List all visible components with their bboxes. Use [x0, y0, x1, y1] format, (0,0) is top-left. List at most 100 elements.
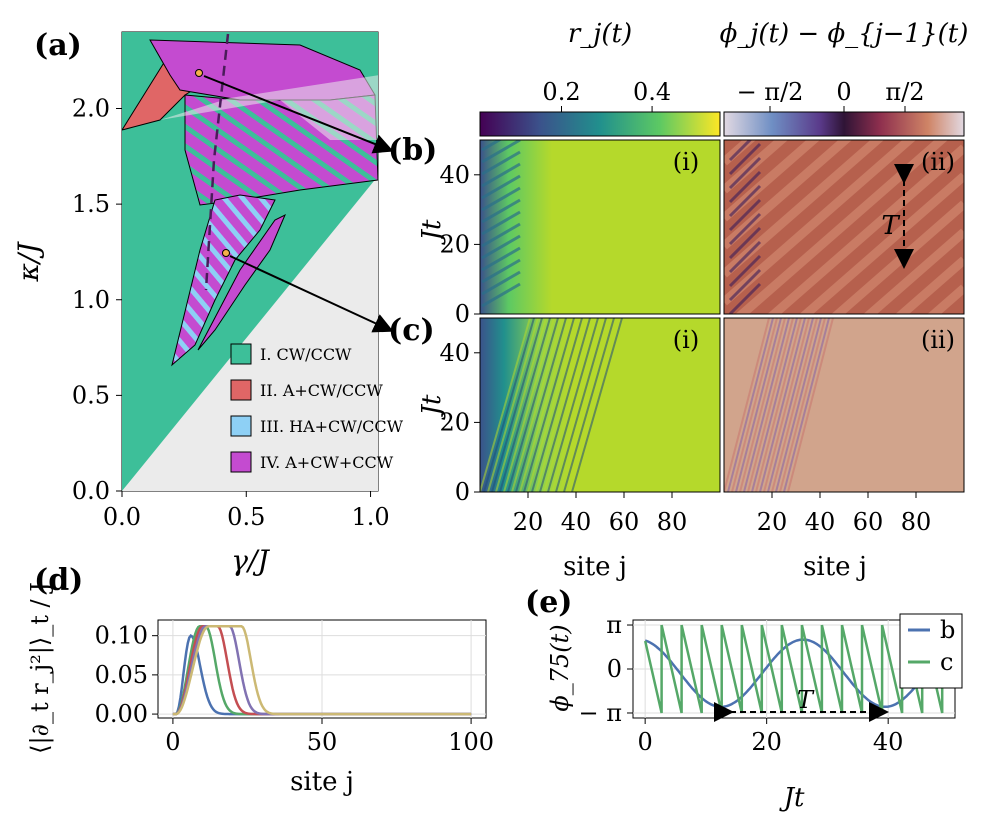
a-xtick-label: 0.0: [103, 503, 141, 531]
stripe-b-i: [481, 246, 521, 272]
stripe-b-i: [481, 258, 521, 284]
stripe-b-ii: [724, 140, 916, 306]
panel-b-letter: (b): [388, 133, 437, 168]
bc-xtick-label: 20: [757, 508, 788, 536]
arrow-to-c: [229, 255, 394, 333]
stripe-c-ii: [747, 318, 794, 492]
e-xtick-label: 0: [638, 728, 653, 756]
region-iv-lower-fill: [197, 213, 286, 351]
tag-b-ii: (ii): [921, 148, 955, 176]
bc-ytick-label: 40: [439, 161, 470, 189]
stripe-b-ii: [767, 144, 964, 314]
panel-c-letter: (c): [388, 313, 435, 348]
d-xtick-label: 0: [165, 728, 180, 756]
bc-xtick-label: 20: [513, 508, 544, 536]
stripe-c-ii: [735, 318, 782, 492]
a-legend-swatch: [230, 379, 252, 401]
d-ytick-label: 0.05: [95, 661, 148, 689]
stripe-b-ii: [831, 200, 964, 314]
stripe-b-ii: [724, 140, 852, 250]
a-legend-swatch: [230, 451, 252, 473]
stripe-b-ii: [895, 256, 964, 314]
a-ytick-label: 0.5: [72, 381, 110, 409]
stripe-c-i: [535, 318, 587, 492]
stripe-c-i: [507, 318, 559, 492]
stripe-c-ii: [755, 318, 802, 492]
bc-xtick-label: 80: [657, 508, 688, 536]
stripe-b-ii: [724, 140, 788, 194]
stripe-c-ii: [783, 318, 830, 492]
stripe-b-ii-dark: [728, 170, 762, 204]
stripe-c-ii: [767, 318, 814, 492]
stripe-b-ii-dark: [728, 198, 762, 232]
panel-c-ylabel: Jt: [417, 394, 447, 420]
stripe-c-i: [523, 318, 575, 492]
stripe-c-ii: [771, 318, 818, 492]
stripe-c-ii: [739, 318, 786, 492]
period-label-e: T: [797, 686, 815, 714]
stripe-b-i: [481, 162, 521, 188]
stripe-b-i: [481, 174, 521, 200]
stripe-c-i: [543, 318, 595, 492]
tag-c-ii: (ii): [921, 326, 955, 354]
region-empty-fill: [122, 176, 378, 491]
stripe-c-i: [511, 318, 563, 492]
a-legend-label: IV. A+CW+CCW: [260, 453, 394, 472]
e-legend-label: b: [940, 616, 955, 644]
d-ytick-label: 0.10: [95, 622, 148, 650]
bc-ytick-label: 0: [455, 478, 470, 506]
marker-b: [195, 69, 203, 77]
stripe-c-i: [547, 318, 599, 492]
stripe-c-ii: [779, 318, 826, 492]
stripe-c-ii: [727, 318, 774, 492]
stripe-b-i: [481, 282, 521, 308]
stripe-b-ii-dark: [728, 142, 762, 176]
frame-c-ii: [723, 317, 965, 493]
stripe-b-ii-dark: [728, 184, 762, 218]
stripe-b-i: [481, 198, 521, 224]
stripe-c-i: [539, 318, 591, 492]
stripe-b-ii: [724, 140, 820, 222]
stripe-b-ii: [863, 228, 964, 314]
panel-a-yticks: 0.00.51.01.52.0: [72, 95, 122, 505]
stripe-c-i: [495, 318, 547, 492]
marker-c: [222, 249, 230, 257]
stripe-c-i: [567, 318, 619, 492]
bc-ytick-label: 20: [439, 230, 470, 258]
stripe-b-ii-dark: [728, 240, 762, 274]
frame-b-ii: [723, 139, 965, 315]
e-ytick-label: 0: [607, 655, 622, 683]
a-ytick-label: 1.5: [72, 190, 110, 218]
stripe-b-i: [481, 210, 521, 236]
panel-e-letter: (e): [525, 585, 572, 620]
stripe-c-ii: [751, 318, 798, 492]
e-ytick-label: − π: [578, 699, 622, 727]
d-ytick-label: 0.00: [95, 700, 148, 728]
stripe-c-i: [519, 318, 571, 492]
a-ytick-label: 2.0: [72, 95, 110, 123]
region-iii-fill: [171, 194, 276, 367]
cb-left-tick-label: 0.2: [542, 78, 580, 106]
stripe-c-ii: [763, 318, 810, 492]
panel-d-xlabel: site j: [290, 767, 354, 797]
stripe-c-i: [559, 318, 611, 492]
e-xtick-label: 40: [873, 728, 904, 756]
stripe-c-ii: [787, 318, 834, 492]
cb-right-tick-label: 0: [836, 78, 851, 106]
a-ytick-label: 1.0: [72, 286, 110, 314]
stripe-b-ii: [735, 140, 948, 314]
colorbar-right: [723, 111, 965, 137]
stripe-c-ii: [724, 318, 770, 492]
stripe-c-i: [487, 318, 539, 492]
stripe-b-ii-dark: [728, 226, 762, 260]
cb-right-tick-label: − π/2: [737, 78, 804, 106]
stripe-b-ii: [799, 172, 964, 314]
stripe-b-i: [481, 150, 521, 176]
a-legend-swatch: [230, 415, 252, 437]
